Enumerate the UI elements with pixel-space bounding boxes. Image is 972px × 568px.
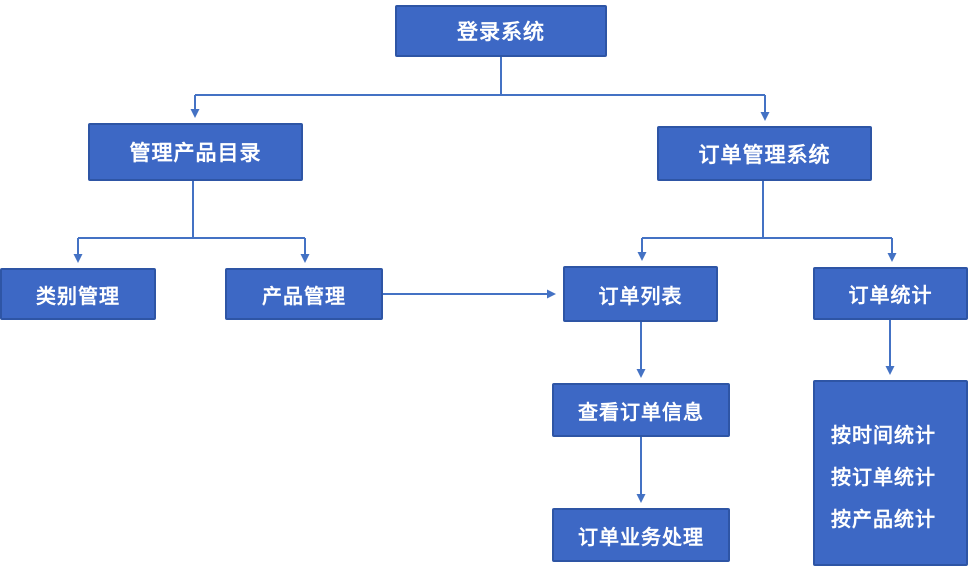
node-order-management-system: 订单管理系统 (657, 126, 872, 181)
stats-by-product-label: 按产品统计 (831, 509, 936, 531)
node-order-management-system-label: 订单管理系统 (698, 143, 831, 167)
node-view-order-info: 查看订单信息 (552, 383, 730, 437)
node-login-system-label: 登录系统 (457, 21, 545, 44)
node-manage-product-catalog: 管理产品目录 (88, 123, 303, 181)
node-product-management-label: 产品管理 (262, 285, 346, 308)
node-manage-product-catalog-label: 管理产品目录 (129, 142, 262, 165)
node-statistics-detail: 按时间统计 按订单统计 按产品统计 (813, 380, 968, 566)
node-order-statistics-label: 订单统计 (848, 285, 933, 307)
node-login-system: 登录系统 (395, 5, 607, 57)
node-category-management-label: 类别管理 (36, 285, 120, 308)
stats-by-time-label: 按时间统计 (831, 425, 936, 447)
node-order-business-processing-label: 订单业务处理 (578, 526, 704, 549)
node-view-order-info-label: 查看订单信息 (578, 401, 704, 424)
stats-by-order-label: 按订单统计 (831, 467, 936, 489)
node-category-management: 类别管理 (0, 268, 156, 320)
node-product-management: 产品管理 (225, 268, 383, 320)
node-order-list-label: 订单列表 (598, 285, 683, 308)
node-order-statistics: 订单统计 (813, 267, 968, 320)
node-order-list: 订单列表 (563, 266, 718, 322)
node-order-business-processing: 订单业务处理 (552, 508, 730, 562)
